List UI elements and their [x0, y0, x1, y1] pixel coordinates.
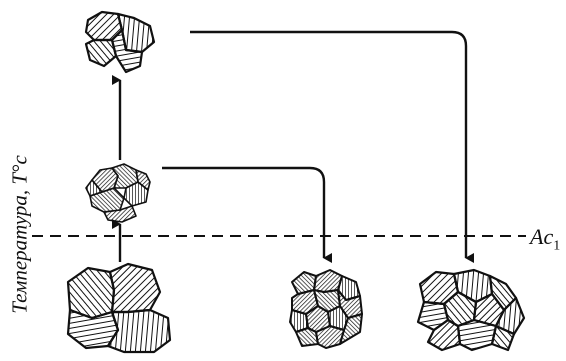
grain-cluster-cooled-fine	[289, 269, 363, 349]
grain-cluster-cooled-coarse	[416, 268, 526, 352]
arrow-fine-cooling	[162, 166, 332, 263]
grain-cluster-initial	[66, 262, 172, 354]
y-axis-label: Температура, T°c	[7, 155, 32, 314]
grain-cluster-overheated	[84, 10, 156, 74]
ac1-label: Ac1	[530, 224, 560, 254]
arrow-overheated-cooling	[190, 30, 474, 263]
grain-cluster-fine-heated	[85, 163, 151, 223]
ac1-label-subscript: 1	[553, 238, 561, 254]
ac1-label-text: Ac	[530, 224, 554, 249]
